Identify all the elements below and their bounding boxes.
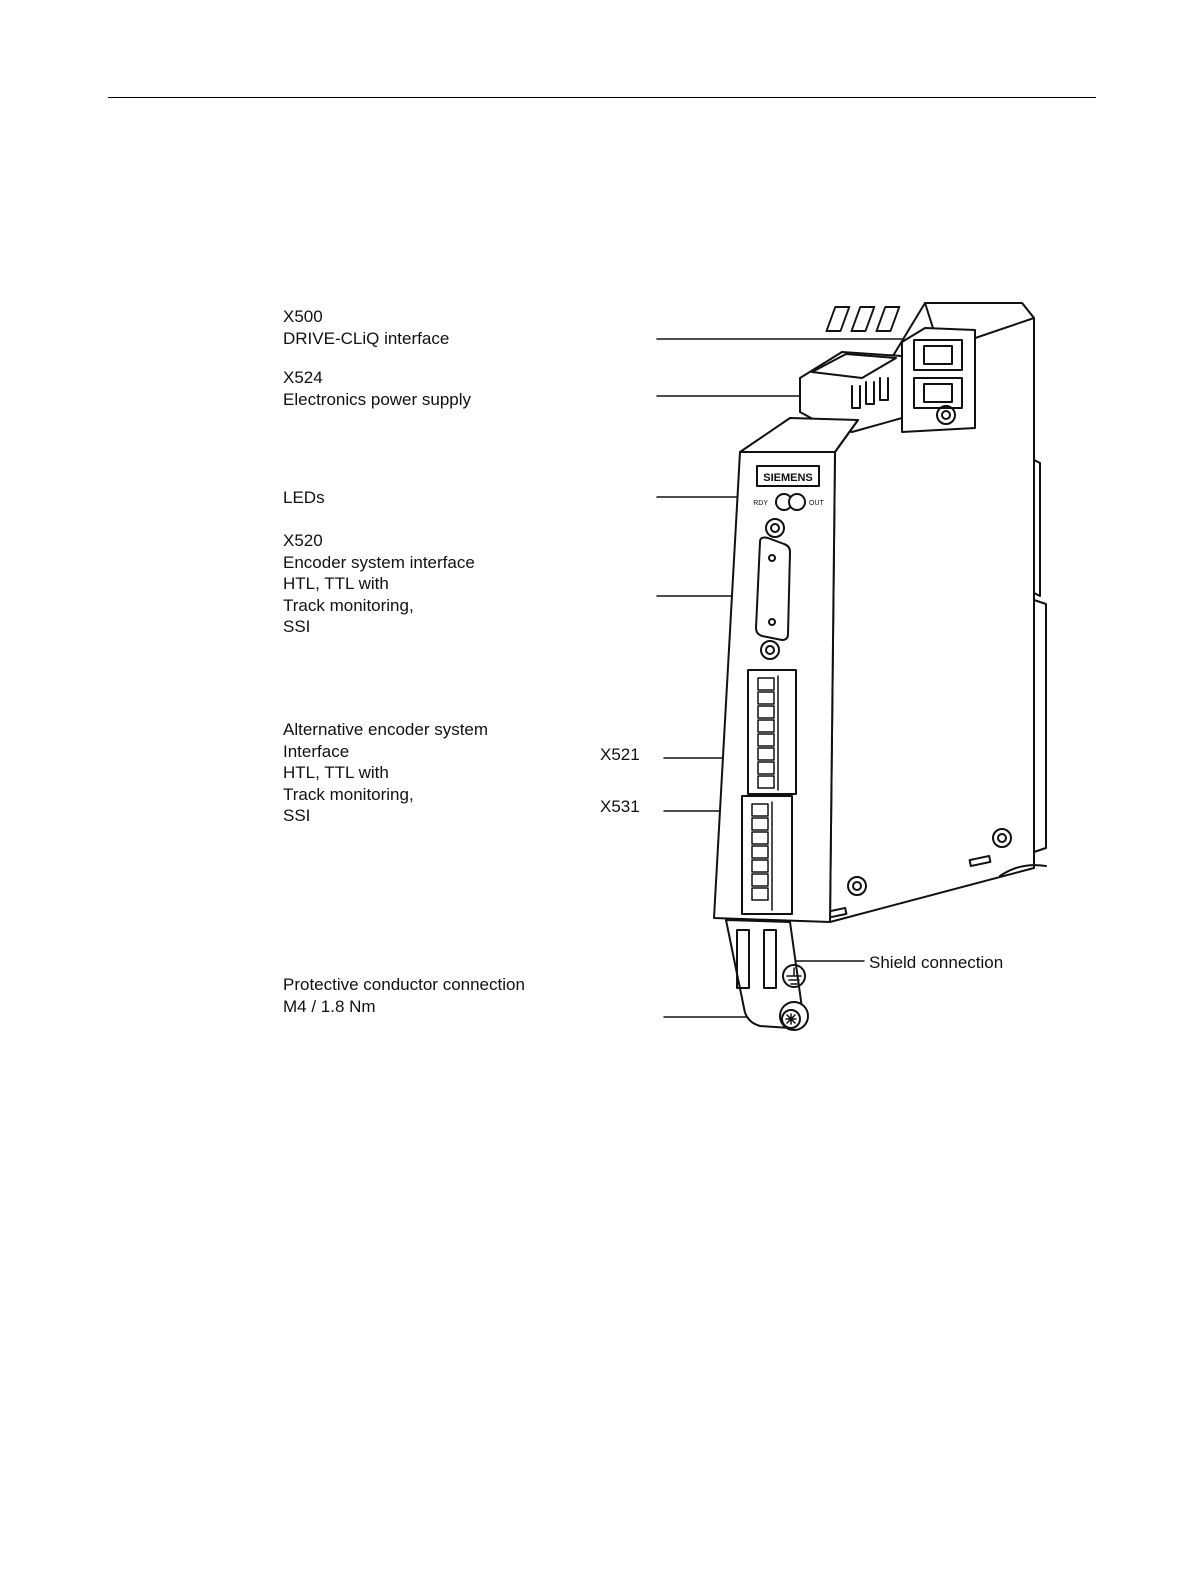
- side-ridge-2: [1034, 600, 1046, 852]
- pe-screw-star: [786, 1014, 796, 1024]
- cliq-socket-block: [902, 328, 975, 432]
- top-vent-1: [827, 307, 850, 331]
- led-right-label: OUT: [809, 500, 825, 507]
- led-right: [789, 494, 805, 510]
- terminal-block-x531: [742, 796, 792, 914]
- shield-plate: [726, 920, 808, 1030]
- top-vent-2: [852, 307, 875, 331]
- brand-text: SIEMENS: [763, 472, 813, 484]
- top-vent-3: [877, 307, 900, 331]
- led-left-label: RDY: [753, 500, 768, 507]
